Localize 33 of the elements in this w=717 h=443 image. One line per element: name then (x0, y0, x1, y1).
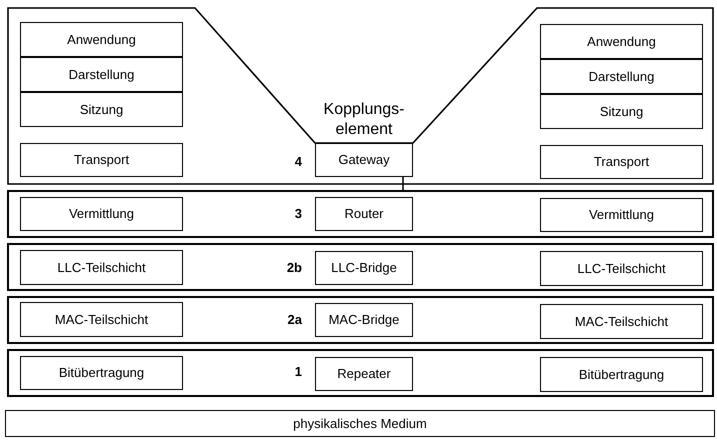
layer-box: Sitzung (540, 94, 703, 129)
layer-box: LLC-Teilschicht (20, 250, 183, 285)
layer-band (7, 296, 714, 344)
layer-box: Bitübertragung (540, 357, 703, 392)
layer-box: Router (315, 197, 413, 231)
layer-box: Anwendung (20, 22, 183, 57)
layer-box: MAC-Teilschicht (20, 302, 183, 337)
layer-number: 2b (286, 259, 302, 277)
layer-box: LLC-Bridge (315, 251, 413, 285)
layer-number: 4 (294, 153, 302, 171)
layer-number: 2a (286, 311, 302, 329)
layer-box: Bitübertragung (20, 356, 183, 390)
layer-box: Darstellung (20, 57, 183, 92)
layer-box: Vermittlung (540, 198, 703, 232)
layer-band (7, 190, 714, 238)
layer-number: 1 (294, 363, 302, 381)
layer-box: LLC-Teilschicht (540, 251, 703, 286)
layer-band (7, 243, 714, 291)
column-heading: Kopplungs-element (322, 100, 406, 140)
layer-box: Vermittlung (20, 197, 183, 231)
layer-box: Transport (540, 145, 703, 179)
connector-line (402, 177, 404, 190)
layer-box: Darstellung (540, 59, 703, 94)
layer-box: physikalisches Medium (5, 410, 715, 437)
layer-number: 3 (294, 205, 302, 223)
layer-box: MAC-Teilschicht (540, 304, 703, 339)
layer-box: Gateway (315, 143, 413, 177)
layer-box: Sitzung (20, 92, 183, 127)
layer-box: Transport (20, 143, 183, 177)
layer-box: MAC-Bridge (315, 303, 413, 337)
layer-box: Repeater (315, 357, 413, 391)
layer-box: Anwendung (540, 24, 703, 59)
layer-band (7, 349, 714, 397)
